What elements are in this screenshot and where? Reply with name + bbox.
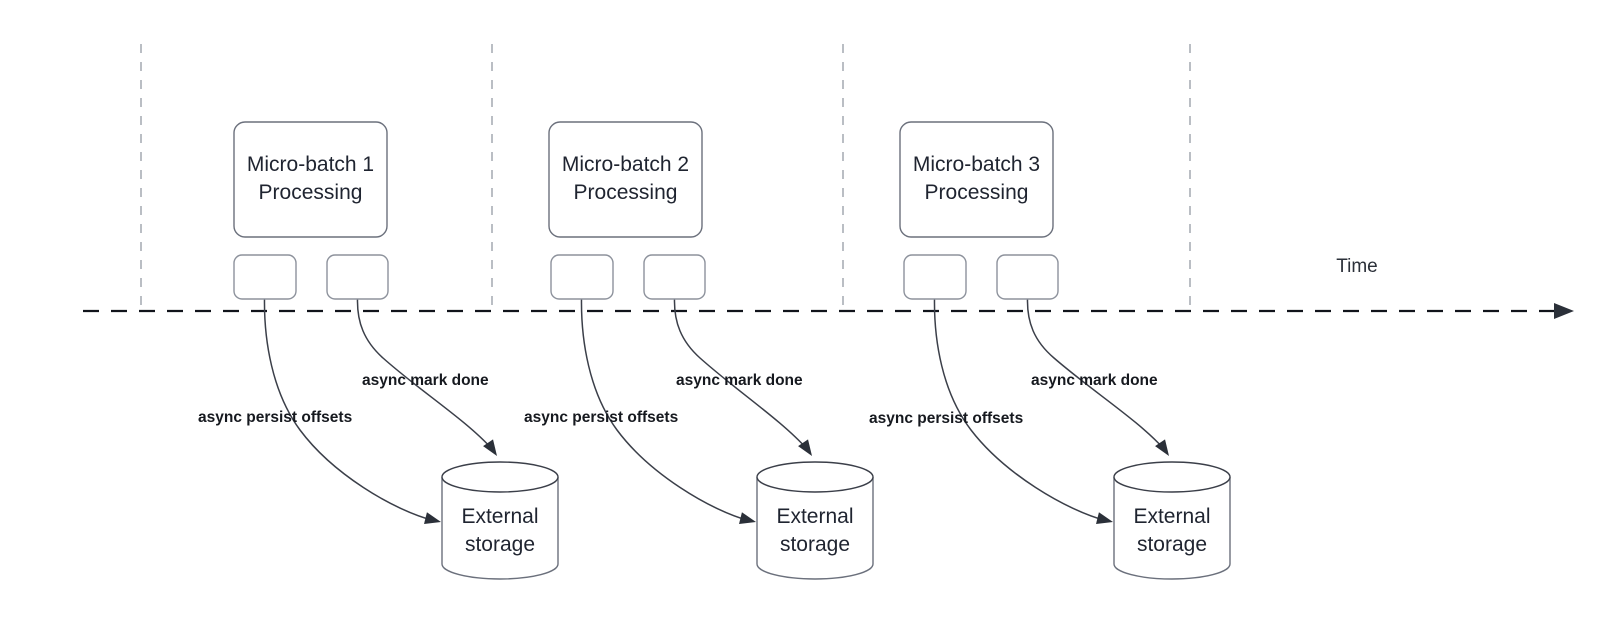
edge-path (933, 298, 1108, 522)
micro-batch-group-1: async persist offsets async mark done Micr… (198, 121, 559, 580)
edge-async-persist-offsets: async persist offsets (198, 298, 441, 524)
edge-label-async-persist-offsets: async persist offsets (198, 409, 352, 426)
edge-async-mark-done: async mark done (673, 298, 812, 456)
storage-label-line1: External (461, 505, 538, 528)
edge-arrow-icon (798, 439, 812, 456)
batch-boundary-ticks (140, 44, 1191, 311)
edge-label-async-mark-done: async mark done (1031, 372, 1158, 389)
edge-path (1026, 298, 1165, 450)
edge-label-async-mark-done: async mark done (362, 372, 489, 389)
mark-done-task[interactable] (643, 254, 706, 300)
micro-batch-group-3: async persist offsets async mark done Micr… (869, 121, 1231, 580)
edge-label-async-persist-offsets: async persist offsets (524, 409, 678, 426)
micro-batch-group-2: async persist offsets async mark done Micr… (524, 121, 874, 580)
persist-offsets-task[interactable] (903, 254, 967, 300)
storage-label-line1: External (1133, 505, 1210, 528)
storage-cylinder-cap[interactable] (756, 461, 874, 493)
edge-arrow-icon (1096, 512, 1113, 524)
edge-async-mark-done: async mark done (356, 298, 497, 456)
processing-box[interactable] (233, 121, 388, 238)
processing-box-subtitle: Processing (925, 181, 1029, 204)
edge-arrow-icon (1155, 439, 1169, 456)
time-axis-label: Time (1336, 256, 1378, 277)
persist-offsets-task[interactable] (550, 254, 614, 300)
edge-async-mark-done: async mark done (1026, 298, 1169, 456)
storage-cylinder-body (756, 477, 874, 580)
edge-path (580, 298, 751, 522)
mark-done-task[interactable] (996, 254, 1059, 300)
edge-async-persist-offsets: async persist offsets (524, 298, 756, 524)
edge-label-async-persist-offsets: async persist offsets (869, 410, 1023, 427)
edge-path (673, 298, 808, 450)
edge-arrow-icon (424, 512, 441, 524)
processing-box[interactable] (899, 121, 1054, 238)
processing-box-title: Micro-batch 1 (247, 153, 374, 176)
edge-path (263, 298, 436, 522)
storage-cylinder-body (1113, 477, 1231, 580)
edge-label-async-mark-done: async mark done (676, 372, 803, 389)
processing-box-subtitle: Processing (574, 181, 678, 204)
mark-done-task[interactable] (326, 254, 389, 300)
storage-label-line2: storage (780, 533, 850, 556)
storage-label-line1: External (776, 505, 853, 528)
storage-label-line2: storage (465, 533, 535, 556)
processing-box-title: Micro-batch 2 (562, 153, 689, 176)
micro-batch-groups: async persist offsets async mark done Micr… (198, 121, 1231, 580)
time-axis: Time (83, 256, 1574, 319)
storage-label-line2: storage (1137, 533, 1207, 556)
storage-cylinder-body (441, 477, 559, 580)
processing-box-subtitle: Processing (259, 181, 363, 204)
persist-offsets-task[interactable] (233, 254, 297, 300)
edge-async-persist-offsets: async persist offsets (869, 298, 1113, 524)
edge-arrow-icon (739, 512, 756, 524)
edge-arrow-icon (483, 439, 497, 456)
storage-cylinder-cap[interactable] (1113, 461, 1231, 493)
storage-cylinder-cap[interactable] (441, 461, 559, 493)
time-axis-arrow-icon (1554, 303, 1574, 319)
edge-path (356, 298, 493, 450)
processing-box[interactable] (548, 121, 703, 238)
processing-box-title: Micro-batch 3 (913, 153, 1040, 176)
